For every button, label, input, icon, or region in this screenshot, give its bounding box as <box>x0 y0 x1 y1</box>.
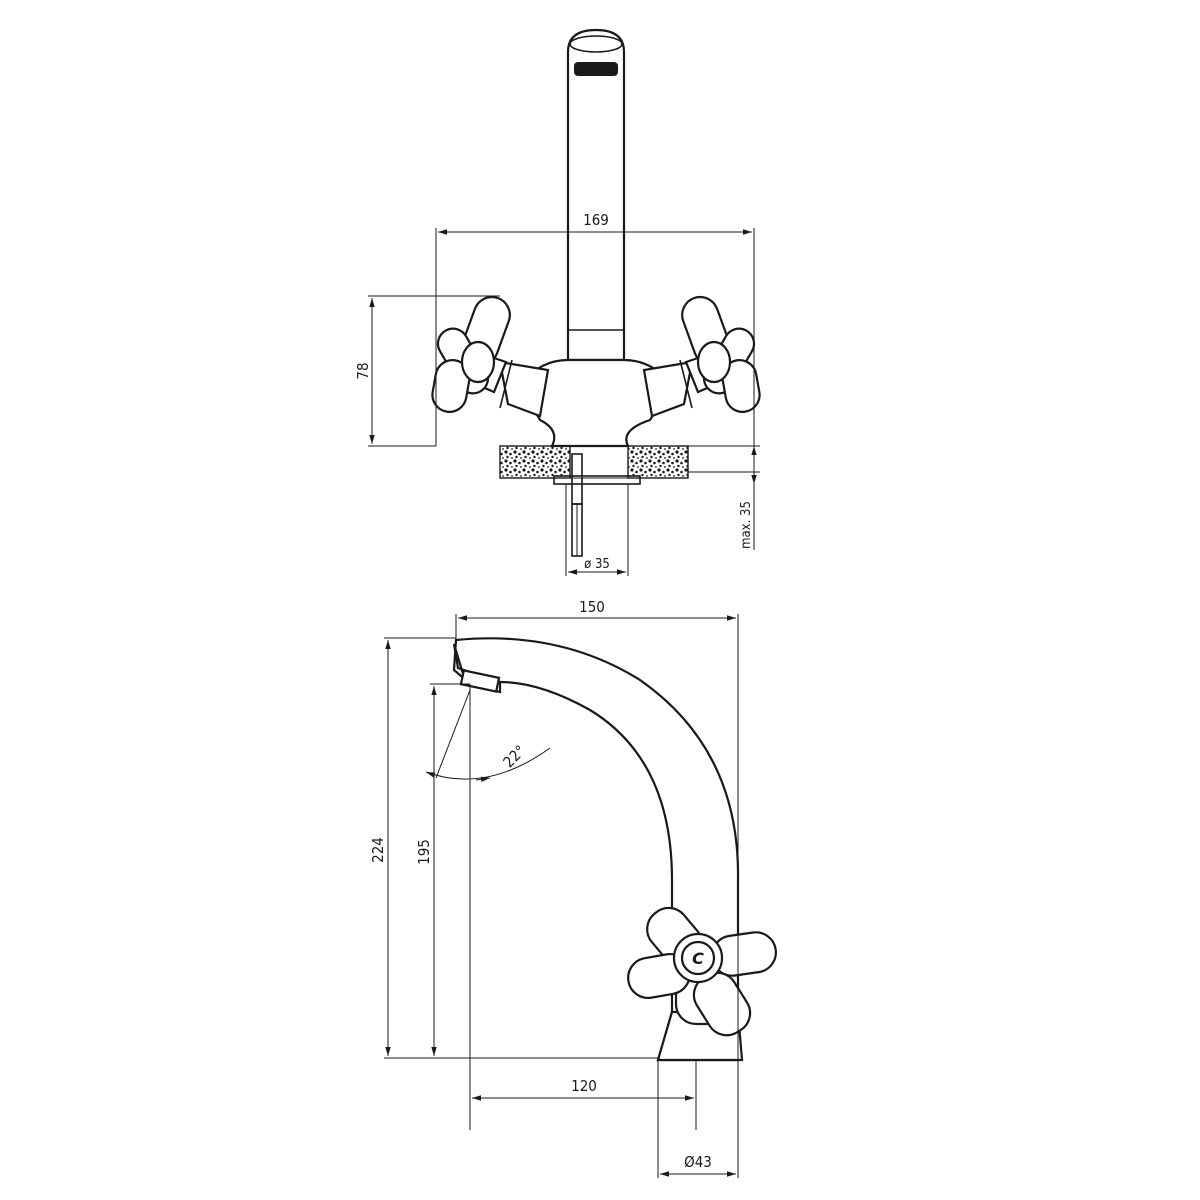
angle-label: 22° <box>500 742 530 772</box>
countertop <box>499 445 760 479</box>
supply-pipe <box>553 453 641 557</box>
left-handle <box>431 295 550 418</box>
hole-diameter-label: ø 35 <box>584 557 610 572</box>
reach-dimension: 150 <box>455 598 739 1060</box>
offset-label: 120 <box>571 1077 597 1095</box>
total-height-dimension: 224 <box>369 637 660 1059</box>
angle-dimension: 22° <box>425 689 551 782</box>
mounting-depth-label: max. 35 <box>739 501 754 549</box>
height-dimension: 78 <box>354 295 500 447</box>
front-body <box>518 358 674 448</box>
side-cross-handle: C <box>627 906 777 1037</box>
side-view: C 150 224 195 22° <box>369 598 777 1178</box>
spout-height-label: 195 <box>415 839 433 865</box>
base-diameter-dimension: Ø43 <box>657 1060 739 1178</box>
spout-height-dimension: 195 <box>415 683 471 1130</box>
offset-dimension: 120 <box>472 1060 697 1130</box>
mounting-depth-dimension: max. 35 <box>739 446 757 550</box>
reach-label: 150 <box>579 598 605 616</box>
front-spout <box>566 28 626 362</box>
width-label: 169 <box>583 211 609 229</box>
base-diameter-label: Ø43 <box>684 1153 712 1171</box>
right-handle <box>642 295 761 418</box>
hole-diameter-dimension: ø 35 <box>565 484 629 576</box>
width-dimension: 169 <box>435 211 755 446</box>
total-height-label: 224 <box>369 837 387 863</box>
front-view: 169 78 max. 35 ø 35 <box>354 28 761 576</box>
handle-cap-letter: C <box>692 949 704 968</box>
height-label: 78 <box>354 362 372 379</box>
